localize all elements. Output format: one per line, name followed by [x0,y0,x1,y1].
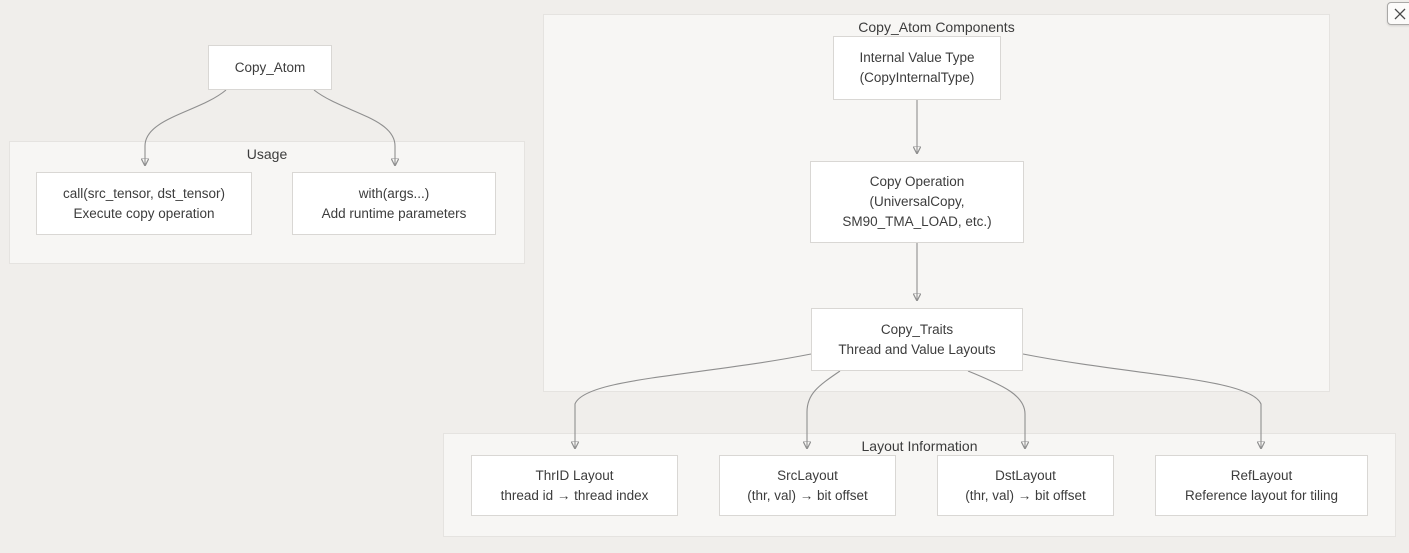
node-dst-layout: DstLayout (thr, val) → bit offset [937,455,1114,516]
node-ref-layout: RefLayout Reference layout for tiling [1155,455,1368,516]
group-layout-information-label: Layout Information [861,438,978,454]
node-copy-operation-line-3: SM90_TMA_LOAD, etc.) [842,214,992,229]
node-copy-traits: Copy_Traits Thread and Value Layouts [811,308,1023,371]
node-copy-atom-line: Copy_Atom [234,59,306,75]
group-copy-atom-components-label: Copy_Atom Components [858,19,1015,35]
node-call-line-1: call(src_tensor, dst_tensor) [62,185,226,201]
node-copy-atom: Copy_Atom [208,45,332,90]
node-src-layout-line-2: (thr, val) → bit offset [747,487,868,503]
node-thrid-layout: ThrID Layout thread id → thread index [471,455,678,516]
node-dst-layout-line-1: DstLayout [995,467,1056,483]
node-src-layout: SrcLayout (thr, val) → bit offset [719,455,896,516]
node-ref-layout-line-2: Reference layout for tiling [1184,487,1339,503]
node-copy-operation-line-2: (UniversalCopy, [869,194,965,209]
node-copy-operation: Copy Operation (UniversalCopy, SM90_TMA_… [810,161,1024,243]
close-icon [1394,8,1406,20]
node-copy-operation-line-1: Copy Operation [869,174,965,189]
node-ref-layout-line-1: RefLayout [1230,467,1293,483]
node-thrid-layout-line-2: thread id → thread index [500,487,649,503]
node-internal-value-type-line-2: (CopyInternalType) [859,70,975,85]
close-button[interactable] [1387,2,1409,25]
node-with-line-2: Add runtime parameters [321,205,467,221]
node-with-line-1: with(args...) [358,185,430,201]
node-copy-traits-line-2: Thread and Value Layouts [838,341,996,357]
node-dst-layout-line-2: (thr, val) → bit offset [965,487,1086,503]
node-call: call(src_tensor, dst_tensor) Execute cop… [36,172,252,235]
group-usage-label: Usage [246,146,288,162]
node-thrid-layout-line-1: ThrID Layout [535,467,614,483]
node-internal-value-type: Internal Value Type (CopyInternalType) [833,36,1001,100]
node-with: with(args...) Add runtime parameters [292,172,496,235]
node-src-layout-line-1: SrcLayout [777,467,838,483]
node-internal-value-type-line-1: Internal Value Type [859,50,975,65]
node-copy-traits-line-1: Copy_Traits [880,321,954,337]
node-call-line-2: Execute copy operation [73,205,215,221]
